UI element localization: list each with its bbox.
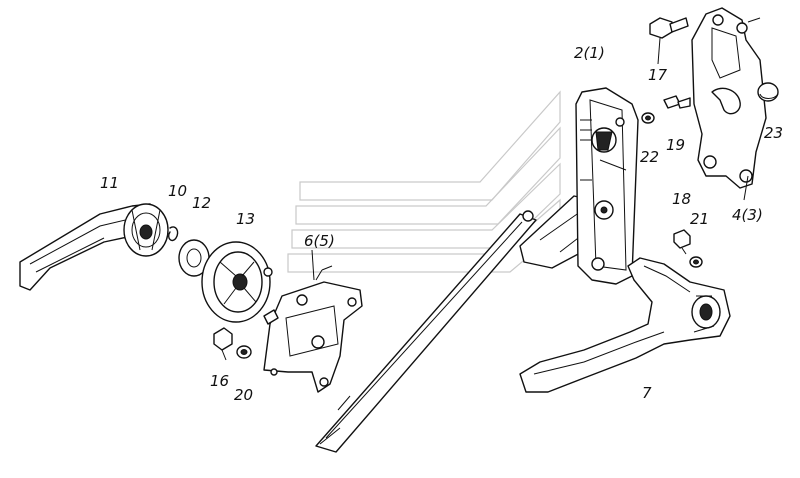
label-part-4: 4(3) <box>732 206 763 224</box>
label-part-22: 22 <box>640 148 660 166</box>
lock-mechanism <box>263 265 363 393</box>
handle-washer <box>689 256 703 268</box>
label-part-20: 20 <box>234 386 254 404</box>
plate-washer <box>641 112 655 124</box>
label-part-6: 6(5) <box>304 232 335 250</box>
label-part-19: 19 <box>666 136 686 154</box>
leader-lines <box>311 37 749 281</box>
handle-escutcheon <box>201 241 273 323</box>
label-part-13: 13 <box>236 210 256 228</box>
mounting-screw <box>213 327 233 361</box>
trim-washer <box>178 239 210 277</box>
striker-bolt <box>649 17 689 39</box>
plug-cap <box>757 82 779 102</box>
label-part-18: 18 <box>672 190 692 208</box>
lock-body <box>575 87 639 285</box>
label-part-23: 23 <box>764 124 784 142</box>
label-part-16: 16 <box>210 372 230 390</box>
label-part-12: 12 <box>192 194 212 212</box>
striker-plate <box>691 7 767 189</box>
spring-washer <box>236 345 252 359</box>
connecting-rod <box>315 210 537 453</box>
label-part-17: 17 <box>648 66 668 84</box>
outer-handle <box>519 257 731 393</box>
inner-door-handle <box>19 203 169 291</box>
label-part-11: 11 <box>100 174 120 192</box>
label-part-21: 21 <box>690 210 710 228</box>
label-part-7: 7 <box>642 384 652 402</box>
label-part-10: 10 <box>168 182 188 200</box>
plate-screw <box>663 95 691 109</box>
retaining-clip <box>167 226 179 242</box>
label-part-2: 2(1) <box>574 44 605 62</box>
handle-screw <box>673 229 691 255</box>
